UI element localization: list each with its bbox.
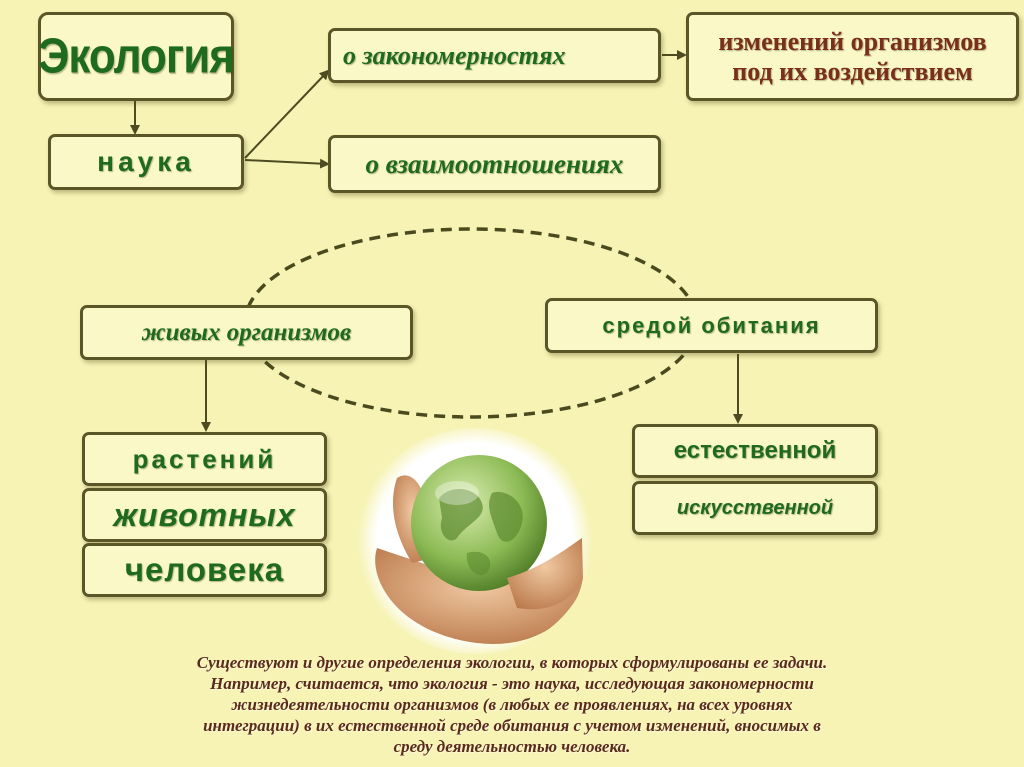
- box-animals-label: животных: [113, 496, 296, 533]
- box-artificial: искусственной: [632, 481, 878, 535]
- box-changes-line2: под их воздействием: [732, 56, 973, 86]
- box-artificial-label: искусственной: [676, 496, 834, 519]
- box-living: живых организмов: [80, 305, 413, 360]
- box-science-label: наука: [97, 146, 195, 177]
- box-human: человека: [82, 543, 327, 597]
- globe-in-hands-image: [357, 428, 593, 654]
- footer-line-3: жизнедеятельности организмов (в любых ее…: [231, 695, 793, 714]
- box-ecology: Экология: [38, 12, 235, 101]
- footer-line-1: Существуют и другие определения экологии…: [196, 653, 828, 672]
- arrow-science-patterns: [244, 69, 330, 159]
- arrow-science-relations: [244, 158, 330, 169]
- footer-paragraph: Существуют и другие определения экологии…: [0, 652, 1024, 757]
- box-natural-label: естественной: [673, 437, 837, 464]
- box-habitat-label: средой обитания: [602, 312, 821, 338]
- box-patterns: о закономерностях: [328, 28, 661, 83]
- box-plants: растений: [82, 432, 327, 486]
- box-science: наука: [48, 134, 244, 190]
- footer-line-4: интеграции) в их естественной среде обит…: [203, 716, 821, 735]
- footer-line-2: Например, считается, что экология - это …: [210, 674, 814, 693]
- box-relations: о взаимоотношениях: [328, 135, 661, 193]
- box-relations-label: о взаимоотношениях: [365, 148, 624, 179]
- box-plants-label: растений: [132, 443, 277, 474]
- box-ecology-label: Экология: [38, 28, 235, 84]
- box-animals: животных: [82, 488, 327, 542]
- box-changes: изменений организмов под их воздействием: [686, 12, 1019, 101]
- box-habitat: средой обитания: [545, 298, 878, 353]
- footer-line-5: среду деятельностью человека.: [393, 737, 631, 756]
- box-living-label: живых организмов: [141, 318, 352, 346]
- box-changes-line1: изменений организмов: [718, 26, 987, 56]
- box-human-label: человека: [124, 551, 285, 588]
- box-patterns-label: о закономерностях: [343, 40, 566, 70]
- box-natural: естественной: [632, 424, 878, 478]
